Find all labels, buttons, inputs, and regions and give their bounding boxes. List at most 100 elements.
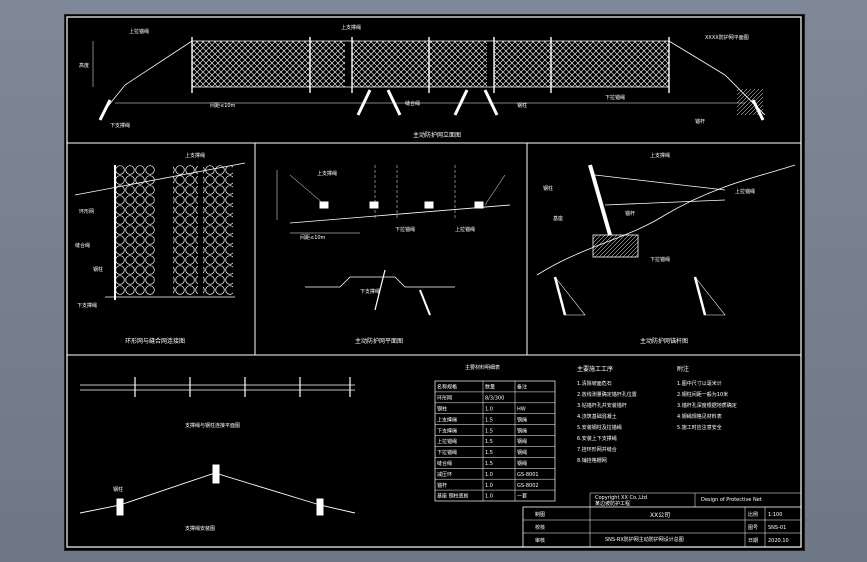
anchor-upper-cable-label: 上支撑绳 [650, 152, 670, 159]
table-cell: GS-8002 [517, 483, 539, 489]
mesh-panel [494, 41, 669, 87]
table-cell: 基座 钢柱底板 [437, 493, 469, 500]
title-field: 日期 [748, 538, 758, 544]
table-cell: 1.5 [485, 428, 493, 434]
title-field-value: SNS-01 [768, 525, 786, 531]
anchor-lateral-label: 上拉锚绳 [735, 188, 755, 195]
notes-right-title: 附注 [677, 365, 689, 373]
table-border [434, 380, 556, 502]
anchor-strut [483, 89, 499, 116]
title-field-value: 1:100 [768, 512, 782, 518]
table-cell: 下拉锚绳 [437, 449, 457, 456]
plan-lower-cable-label: 下拉锚绳 [395, 226, 415, 233]
note-item: 7.挂环形网并缝合 [577, 446, 617, 453]
anchor-lower-label: 下拉锚绳 [650, 256, 670, 263]
post-base [474, 201, 484, 209]
table-cell: 钢绳 [517, 438, 527, 445]
note-item: 4.浇筑基础混凝土 [577, 413, 617, 420]
table-cell: 减压环 [437, 471, 452, 478]
project-label: 某边坡防护工程 [595, 500, 630, 507]
plan-seam-label: 上拉锚绳 [455, 226, 475, 233]
copyright-text: Copyright XX Co.,Ltd [595, 495, 647, 501]
note-item: 1.清除坡面危石 [577, 380, 612, 387]
table-cell: 钢绳 [517, 460, 527, 467]
ring-net [115, 165, 155, 295]
anchor-label: 锚杆 [695, 118, 705, 125]
table-cell: 下支撑绳 [437, 427, 457, 434]
mesh-detail-caption: 环形网与缝合网连接图 [125, 337, 185, 345]
table-header-cell: 数量 [485, 384, 495, 391]
plan-cable [484, 174, 506, 206]
post-plan-view: 上支撑绳 下拉锚绳 上拉锚绳 间距≤10m 下支撑绳 主动防护网平面图 [276, 165, 511, 345]
post-group [191, 37, 670, 93]
mesh-post-label: 钢柱 [93, 266, 103, 273]
title-block-border [522, 506, 802, 548]
title-field-value: 2020.10 [768, 538, 789, 544]
ring-elevation-caption: 支撑绳安装图 [185, 525, 215, 532]
height-label: 高度 [79, 62, 89, 69]
anchor-strut [386, 89, 402, 116]
note-item: 4.钢绳规格见材料表 [677, 413, 722, 420]
note-item: 6.安装上下支撑绳 [577, 435, 617, 442]
mesh-lower-cable-label: 下支撑绳 [77, 302, 97, 309]
foundation [592, 234, 639, 258]
ring-net [203, 165, 233, 295]
drawing-frame [66, 16, 802, 548]
note-item: 3.钻锚杆孔并安装锚杆 [577, 402, 627, 409]
section-anchor [419, 289, 431, 316]
ring-elevation-post [316, 498, 324, 516]
header-right: Design of Protective Net [701, 497, 762, 503]
table-cell: 1.5 [485, 417, 493, 423]
table-cell: 1.5 [485, 450, 493, 456]
table-cell: 钢柱 [437, 405, 447, 412]
ring-elevation-post [116, 498, 124, 516]
anchor-triangle [554, 276, 586, 316]
table-cell: 钢绳 [517, 449, 527, 456]
anchor-post-label: 钢柱 [543, 185, 553, 192]
notes-left-title: 主要施工工序 [577, 365, 613, 373]
title-block-fields: 比例 1:100 图号 SNS-01 日期 2020.10 [748, 511, 789, 544]
note-item: 2.钢柱间距一般为10米 [677, 391, 728, 398]
drawing-name: SNS-RX防护网主动防护网设计总图 [605, 536, 684, 543]
post-base [319, 201, 329, 209]
table-cell: 8/3/300 [485, 396, 504, 402]
anchor-strut [98, 99, 112, 121]
ring-elevation-post-label: 钢柱 [113, 486, 123, 493]
note-item: 3.锚杆孔深度根据地质确定 [677, 402, 737, 409]
ring-net [173, 165, 198, 295]
plan-span-label: 间距≤10m [300, 234, 326, 241]
span-label: 间距≤10m [210, 102, 236, 109]
table-cell: 上拉锚绳 [437, 438, 457, 445]
title-role: 校核 [535, 524, 545, 531]
plan-cable [289, 204, 511, 224]
title-field: 图号 [748, 525, 758, 531]
notes-right-list: 1.图中尺寸以毫米计 2.钢柱间距一般为10米 3.锚杆孔深度根据地质确定 4.钢绳规… [677, 380, 737, 431]
title-field: 比例 [748, 511, 758, 518]
material-table-title: 主要材料明细表 [465, 364, 500, 371]
section-post [374, 269, 386, 311]
upper-lateral-anchor-label: 上拉锚绳 [129, 28, 149, 35]
general-notes: 附注 1.图中尺寸以毫米计 2.钢柱间距一般为10米 3.锚杆孔深度根据地质确定 4.… [677, 365, 737, 431]
lower-anchor-cable [604, 199, 726, 206]
anchor-detail-view: 上支撑绳 钢柱 基座 锚杆 上拉锚绳 下拉锚绳 主动防护网锚杆图 [536, 152, 796, 345]
front-elevation-view: XXXX防护网平面图 [79, 24, 766, 139]
drawing-sheet: XXXX防护网平面图 [64, 14, 805, 551]
drawing-canvas: XXXX防护网平面图 [66, 16, 802, 548]
note-item: 1.图中尺寸以毫米计 [677, 380, 722, 387]
ring-plan-view: 支撑绳与钢柱连接平面图 钢柱 支撑绳安装图 [79, 377, 356, 532]
construction-notes: 主要施工工序 1.清除坡面危石2.放线测量确定锚杆孔位置3.钻锚杆孔并安装锚杆4… [577, 365, 637, 464]
note-item: 8.铺挂格栅网 [577, 457, 607, 464]
table-cell: 环形网 [437, 395, 452, 402]
section-label: 下支撑绳 [360, 288, 380, 295]
post-base [369, 201, 379, 209]
upper-anchor-cable [594, 174, 726, 191]
table-cell: 1.0 [485, 494, 493, 500]
mesh-panel [352, 41, 487, 87]
anchor-detail-caption: 主动防护网锚杆图 [640, 337, 688, 345]
left-anchor-cable [104, 40, 193, 111]
slope-line [536, 164, 796, 276]
plan-cable [289, 174, 326, 206]
